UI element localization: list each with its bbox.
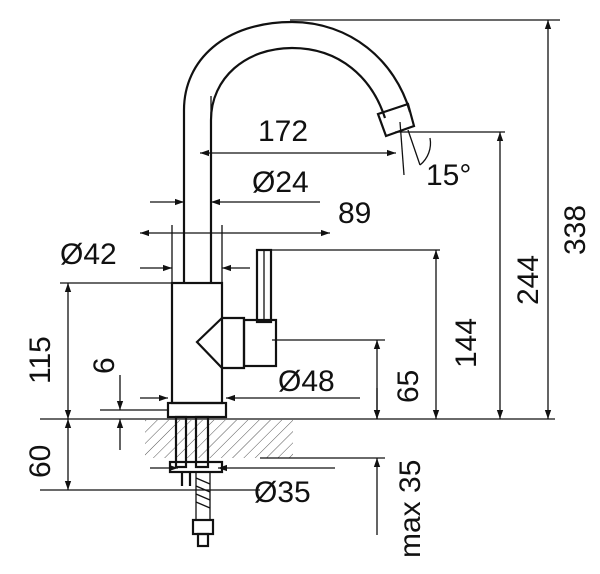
- mounting-stud: [174, 415, 188, 469]
- dimension-lines: [64, 20, 552, 535]
- countertop: [40, 418, 555, 458]
- label-base-thickness: 6: [88, 357, 121, 374]
- spout-inner: [209, 46, 387, 283]
- spout-aerator: [376, 102, 416, 138]
- dimension-labels: 172 Ø24 15° 89 Ø42 Ø48 Ø35 115 6 60 65 1…: [24, 115, 592, 558]
- hose-end: [196, 532, 210, 548]
- hose-right: [195, 472, 211, 520]
- label-overall-height: 338: [559, 205, 592, 255]
- base-flange: [166, 401, 228, 419]
- label-base-diameter: Ø48: [278, 365, 335, 398]
- label-spout-reach: 172: [258, 115, 308, 148]
- label-body-diameter: Ø42: [60, 238, 117, 271]
- label-lever-reach: 89: [338, 197, 371, 230]
- hose-left: [180, 472, 192, 486]
- hose-braid: [195, 477, 211, 509]
- hose-fitting: [191, 518, 215, 536]
- label-body-height: 115: [24, 336, 57, 384]
- label-spout-angle: 15°: [426, 159, 471, 192]
- label-lever-top: 144: [450, 318, 483, 368]
- label-max-counter-thickness: max 35: [394, 460, 427, 558]
- mounting-hardware: [168, 415, 224, 548]
- lever-hub: [195, 317, 223, 369]
- label-spout-outlet: 244: [512, 255, 545, 305]
- mounting-stud-2: [194, 415, 210, 469]
- lever-hub-cap: [222, 316, 246, 370]
- lever-base: [242, 318, 278, 368]
- label-below-counter: 60: [24, 445, 57, 478]
- extension-lines: [40, 19, 560, 491]
- spout-outer: [182, 20, 412, 283]
- label-lever-height: 65: [392, 370, 425, 403]
- label-spout-diameter: Ø24: [252, 166, 309, 199]
- label-hole-diameter: Ø35: [254, 476, 311, 509]
- countertop-hatch: [145, 420, 293, 458]
- dim-arc-15deg: [419, 137, 432, 166]
